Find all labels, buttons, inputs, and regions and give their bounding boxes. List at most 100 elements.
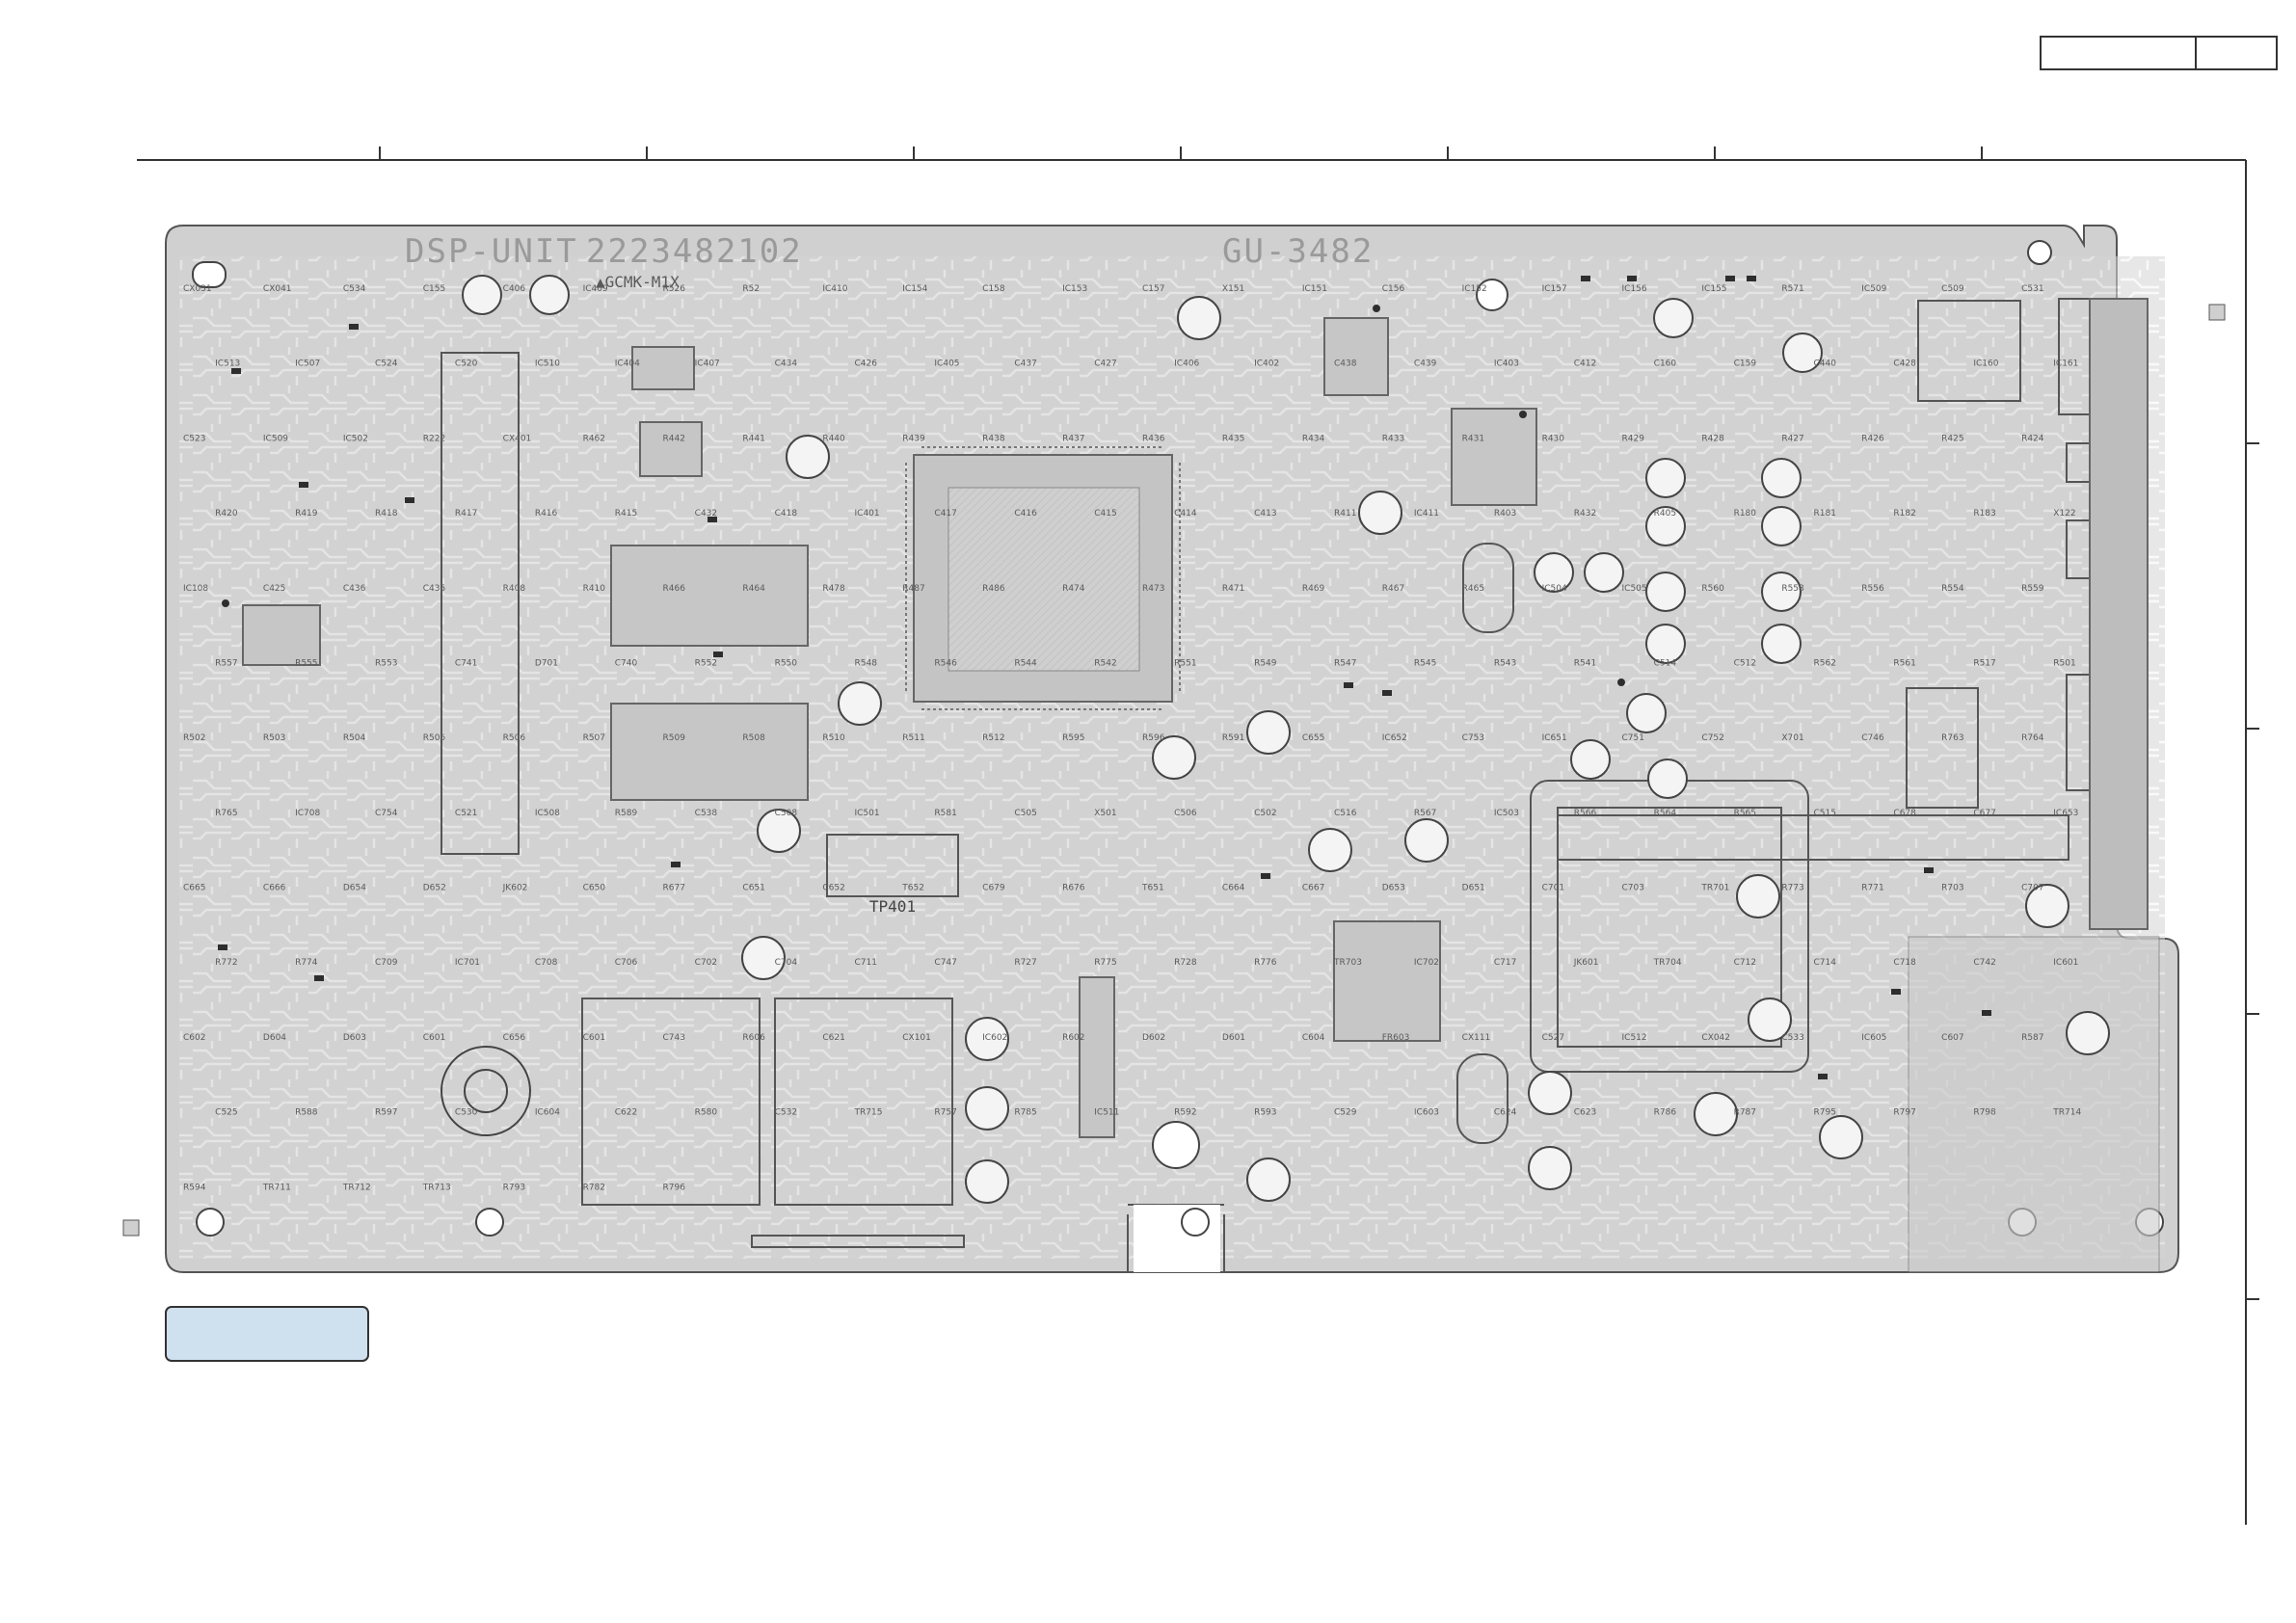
ref-designator: R464 bbox=[742, 584, 765, 594]
ref-designator: D603 bbox=[343, 1033, 366, 1043]
ref-designator: CX101 bbox=[902, 1033, 931, 1043]
ref-designator: C623 bbox=[1574, 1108, 1596, 1118]
ref-designator: C754 bbox=[375, 809, 398, 818]
ref-designator: TR713 bbox=[422, 1183, 451, 1192]
ref-designator: C418 bbox=[775, 509, 798, 519]
ref-designator: IC708 bbox=[295, 809, 320, 818]
ref-designator: R430 bbox=[1542, 434, 1565, 443]
ref-designator: C417 bbox=[934, 509, 956, 519]
ref-designator: R486 bbox=[982, 584, 1005, 594]
ref-designator: R517 bbox=[1973, 658, 1995, 668]
ref-designator: IC501 bbox=[855, 809, 880, 818]
ref-designator: R763 bbox=[1941, 733, 1963, 743]
ref-designator: C525 bbox=[215, 1108, 237, 1118]
ref-designator: C743 bbox=[663, 1033, 685, 1043]
ref-designator: JK601 bbox=[1573, 958, 1599, 968]
ref-designator: C438 bbox=[1334, 359, 1357, 369]
ref-designator: C718 bbox=[1893, 958, 1916, 968]
ref-designator: C156 bbox=[1382, 284, 1405, 294]
ref-designator: C655 bbox=[1302, 733, 1324, 743]
jack-block bbox=[1908, 298, 2160, 1273]
ref-designator: IC510 bbox=[535, 359, 560, 369]
ref-designator: R554 bbox=[1941, 584, 1964, 594]
ref-designator: X122 bbox=[2053, 509, 2075, 519]
ref-designator: R589 bbox=[615, 809, 638, 818]
ref-designator: R592 bbox=[1174, 1108, 1196, 1118]
ref-designator: IC108 bbox=[183, 584, 208, 594]
ref-designator: CX042 bbox=[1701, 1033, 1730, 1043]
board-code: GU-3482 bbox=[1222, 232, 1374, 271]
ref-designator: D604 bbox=[263, 1033, 286, 1043]
ref-designator: R471 bbox=[1222, 584, 1244, 594]
ref-designator: C425 bbox=[263, 584, 285, 594]
ref-designator: C529 bbox=[1334, 1108, 1357, 1118]
ref-designator: R52 bbox=[742, 284, 760, 294]
ref-designator: C678 bbox=[1893, 809, 1916, 818]
ref-designator: IC601 bbox=[2053, 958, 2078, 968]
ref-designator: C524 bbox=[375, 359, 398, 369]
ref-designator: C436 bbox=[343, 584, 366, 594]
ref-designator: C740 bbox=[615, 658, 638, 668]
ref-designator: R560 bbox=[1701, 584, 1724, 594]
ref-designator: R416 bbox=[535, 509, 558, 519]
ref-designator: R506 bbox=[503, 733, 526, 743]
ref-designator: R796 bbox=[663, 1183, 686, 1192]
ref-designator: CX401 bbox=[503, 434, 532, 443]
ref-designator: C427 bbox=[1094, 359, 1116, 369]
ref-designator: D651 bbox=[1462, 884, 1485, 893]
ref-designator: R703 bbox=[1941, 884, 1963, 893]
ref-designator: R503 bbox=[263, 733, 285, 743]
ref-designator: R442 bbox=[663, 434, 685, 443]
ref-designator: X151 bbox=[1222, 284, 1244, 294]
ref-designator: C158 bbox=[982, 284, 1005, 294]
ref-designator: R596 bbox=[1142, 733, 1165, 743]
ref-designator: IC411 bbox=[1414, 509, 1439, 519]
ref-designator: TR704 bbox=[1653, 958, 1682, 968]
ref-designator: IC602 bbox=[982, 1033, 1007, 1043]
ref-designator: C701 bbox=[1542, 884, 1564, 893]
ref-designator: C521 bbox=[455, 809, 477, 818]
ref-designator: IC157 bbox=[1542, 284, 1567, 294]
ref-designator: R581 bbox=[934, 809, 956, 818]
ref-designator: C159 bbox=[1734, 359, 1757, 369]
ref-designator: IC504 bbox=[1542, 584, 1567, 594]
ref-designator: IC651 bbox=[1542, 733, 1567, 743]
ref-designator: IC701 bbox=[455, 958, 480, 968]
ref-designator: R428 bbox=[1701, 434, 1724, 443]
ref-designator: C160 bbox=[1654, 359, 1677, 369]
ref-designator: IC509 bbox=[1861, 284, 1886, 294]
ref-designator: R757 bbox=[934, 1108, 956, 1118]
ref-designator: R567 bbox=[1414, 809, 1436, 818]
ref-designator: C652 bbox=[822, 884, 844, 893]
ref-designator: R403 bbox=[1494, 509, 1516, 519]
ref-designator: R571 bbox=[1781, 284, 1803, 294]
ref-designator: TR712 bbox=[342, 1183, 371, 1192]
ref-designator: IC401 bbox=[855, 509, 880, 519]
ref-designator: R565 bbox=[1734, 809, 1756, 818]
ref-designator: R555 bbox=[295, 658, 317, 668]
ref-designator: C439 bbox=[1414, 359, 1437, 369]
memory-chips bbox=[242, 317, 1537, 1138]
ref-designator: IC653 bbox=[2053, 809, 2078, 818]
ref-designator: R439 bbox=[902, 434, 925, 443]
ref-designator: C607 bbox=[1941, 1033, 1963, 1043]
ref-designator: R512 bbox=[982, 733, 1004, 743]
ref-designator: R772 bbox=[215, 958, 237, 968]
ref-designator: R419 bbox=[295, 509, 318, 519]
board-silkscreen-header: DSP-UNIT 2223482102 GU-3482 ▲GCMK-M1X bbox=[405, 232, 1374, 291]
ref-designator: R543 bbox=[1494, 658, 1516, 668]
ref-designator: R595 bbox=[1062, 733, 1084, 743]
ref-designator: IC404 bbox=[615, 359, 640, 369]
ref-designator: IC502 bbox=[343, 434, 368, 443]
ref-designator: R775 bbox=[1094, 958, 1116, 968]
ref-designator: C742 bbox=[1973, 958, 1995, 968]
ref-designator: R594 bbox=[183, 1183, 206, 1192]
ref-designator: X701 bbox=[1781, 733, 1803, 743]
ref-designator: R526 bbox=[663, 284, 686, 294]
ref-designator: R556 bbox=[1861, 584, 1884, 594]
ref-designator: R545 bbox=[1414, 658, 1436, 668]
ref-designator: R437 bbox=[1062, 434, 1084, 443]
ref-designator: C437 bbox=[1014, 359, 1036, 369]
ref-designator: TR715 bbox=[854, 1108, 883, 1118]
